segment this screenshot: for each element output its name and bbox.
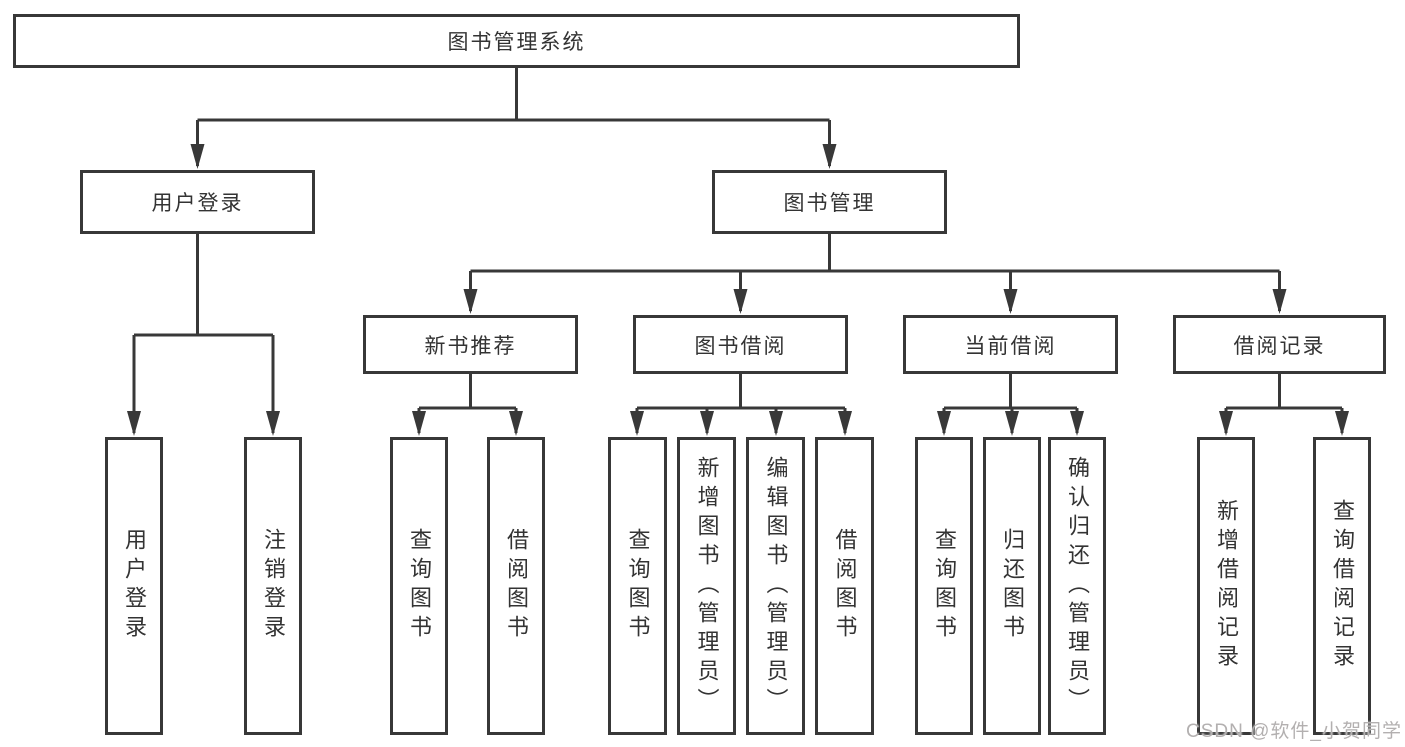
node-borrowing-records: 借阅记录 — [1173, 315, 1386, 374]
leaf-confirm-return-admin-label: 确认归还（管理员） — [1065, 455, 1090, 717]
leaf-return-book-label: 归还图书 — [1000, 528, 1025, 644]
node-user-login: 用户登录 — [80, 170, 315, 234]
leaf-query-books-current-label: 查询图书 — [932, 528, 957, 644]
node-book-borrowing-label: 图书借阅 — [694, 334, 787, 358]
node-book-management: 图书管理 — [712, 170, 947, 234]
connector-book-mgmt-to-level2 — [463, 232, 1287, 314]
leaf-user-login-label: 用户登录 — [122, 528, 147, 644]
leaf-edit-book-admin: 编辑图书（管理员） — [746, 437, 805, 735]
leaf-borrow-books-label: 借阅图书 — [832, 528, 858, 644]
leaf-user-login: 用户登录 — [105, 437, 163, 735]
node-user-login-label: 用户登录 — [151, 192, 244, 215]
leaf-query-books-recommend: 查询图书 — [390, 437, 448, 735]
leaf-edit-book-admin-label: 编辑图书（管理员） — [763, 455, 789, 717]
node-borrowing-records-label: 借阅记录 — [1233, 334, 1326, 358]
node-current-borrowing: 当前借阅 — [903, 315, 1118, 374]
connector-user-login-to-leaves — [127, 232, 280, 436]
csdn-watermark: CSDN @软件_小贺同学 — [1186, 721, 1402, 742]
leaf-borrow-books-recommend-label: 借阅图书 — [504, 528, 529, 644]
leaf-confirm-return-admin: 确认归还（管理员） — [1048, 437, 1106, 735]
leaf-borrow-books: 借阅图书 — [815, 437, 874, 735]
node-book-borrowing: 图书借阅 — [633, 315, 848, 374]
leaf-add-borrow-record: 新增借阅记录 — [1197, 437, 1255, 735]
leaf-query-books-borrow: 查询图书 — [608, 437, 667, 735]
node-library-system-label: 图书管理系统 — [447, 31, 586, 54]
leaf-query-books-recommend-label: 查询图书 — [407, 528, 432, 644]
leaf-query-borrow-record-label: 查询借阅记录 — [1330, 499, 1355, 673]
connector-book-borrow-to-leaves — [630, 372, 852, 436]
leaf-return-book: 归还图书 — [983, 437, 1041, 735]
connector-root-to-level1 — [190, 66, 837, 169]
leaf-borrow-books-recommend: 借阅图书 — [487, 437, 545, 735]
node-current-borrowing-label: 当前借阅 — [964, 334, 1057, 358]
leaf-query-books-borrow-label: 查询图书 — [625, 528, 651, 644]
node-new-book-recommend-label: 新书推荐 — [424, 334, 517, 358]
node-new-book-recommend: 新书推荐 — [363, 315, 578, 374]
leaf-query-books-current: 查询图书 — [915, 437, 973, 735]
leaf-add-book-admin-label: 新增图书（管理员） — [694, 455, 720, 717]
node-book-management-label: 图书管理 — [783, 192, 876, 215]
leaf-logout: 注销登录 — [244, 437, 302, 735]
connector-new-book-to-leaves — [412, 372, 523, 436]
leaf-add-borrow-record-label: 新增借阅记录 — [1214, 499, 1239, 673]
connector-borrow-record-to-leaves — [1219, 372, 1349, 436]
leaf-add-book-admin: 新增图书（管理员） — [677, 437, 736, 735]
leaf-logout-label: 注销登录 — [261, 528, 286, 644]
leaf-query-borrow-record: 查询借阅记录 — [1313, 437, 1371, 735]
node-library-system: 图书管理系统 — [13, 14, 1020, 68]
connector-current-borrow-to-leaves — [937, 372, 1084, 436]
